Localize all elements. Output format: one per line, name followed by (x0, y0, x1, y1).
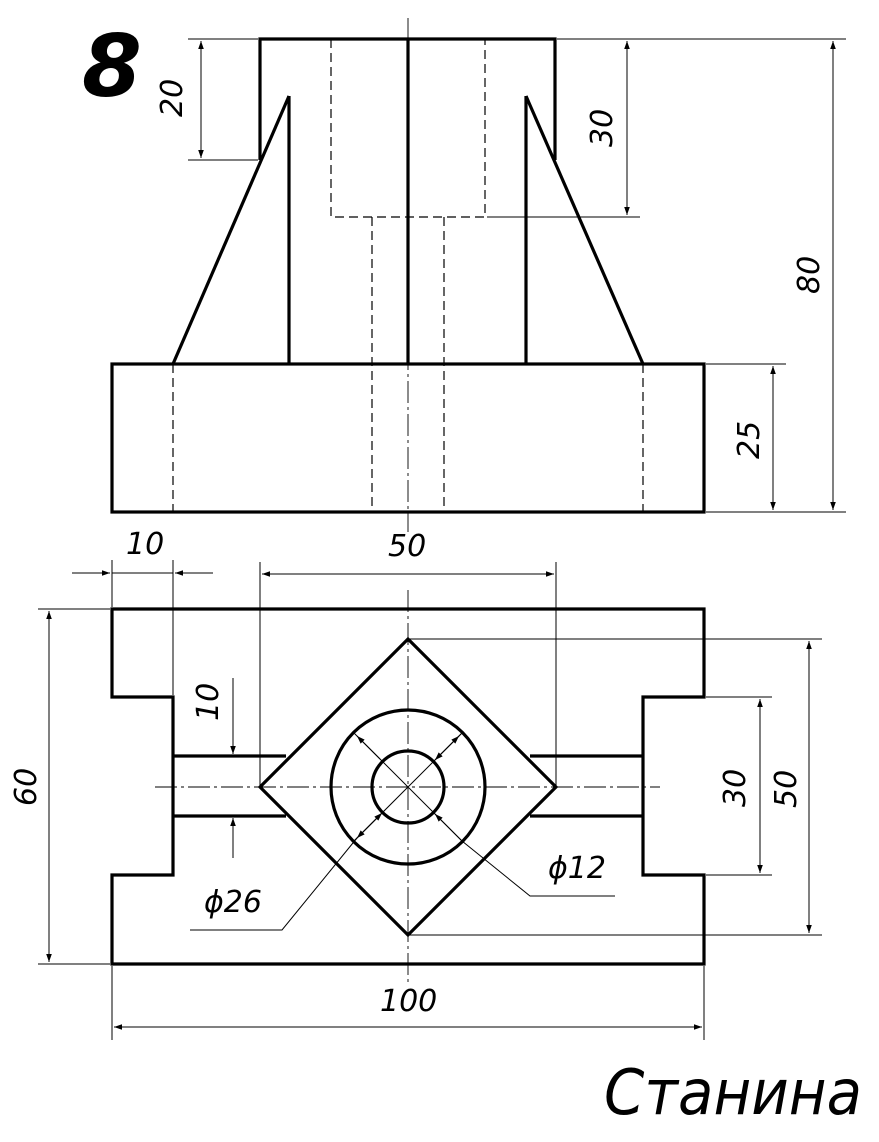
sheet-number: 8 (82, 17, 142, 117)
dim-25-label: 25 (732, 421, 767, 459)
dim-50-diamond-label: 50 (769, 770, 804, 808)
dim-30-notch-label: 30 (718, 769, 753, 807)
front-right-rib (524, 95, 645, 365)
dim-60-label: 60 (9, 768, 44, 806)
part-name: Станина (604, 1056, 862, 1129)
dim-100-label: 100 (380, 984, 437, 1019)
dim-20-label: 20 (155, 79, 190, 117)
dim-phi12-leader (461, 840, 615, 897)
top-outer-contour (110, 607, 706, 966)
dim-80-label: 80 (792, 256, 827, 294)
front-view: 20 30 80 25 (110, 18, 846, 532)
dim-phi12-label: ϕ12 (548, 851, 606, 886)
top-view: 10 50 10 60 30 50 ϕ26 (9, 527, 822, 1040)
dim-phi26-arrow-inner (356, 735, 381, 760)
dim-phi26-label: ϕ26 (204, 885, 262, 920)
dim-50-top-label: 50 (388, 529, 426, 564)
dim-phi26-leader (190, 837, 358, 931)
dim-30-label: 30 (585, 109, 620, 147)
dim-phi12-arrow-ne (434, 732, 463, 761)
dim-phi12-arrow-se (434, 813, 463, 842)
dim-10-slot-label: 10 (191, 683, 226, 721)
front-left-rib (171, 95, 291, 365)
dim-phi12-arrow-sw (353, 812, 383, 842)
dim-10-top-label: 10 (126, 527, 164, 562)
